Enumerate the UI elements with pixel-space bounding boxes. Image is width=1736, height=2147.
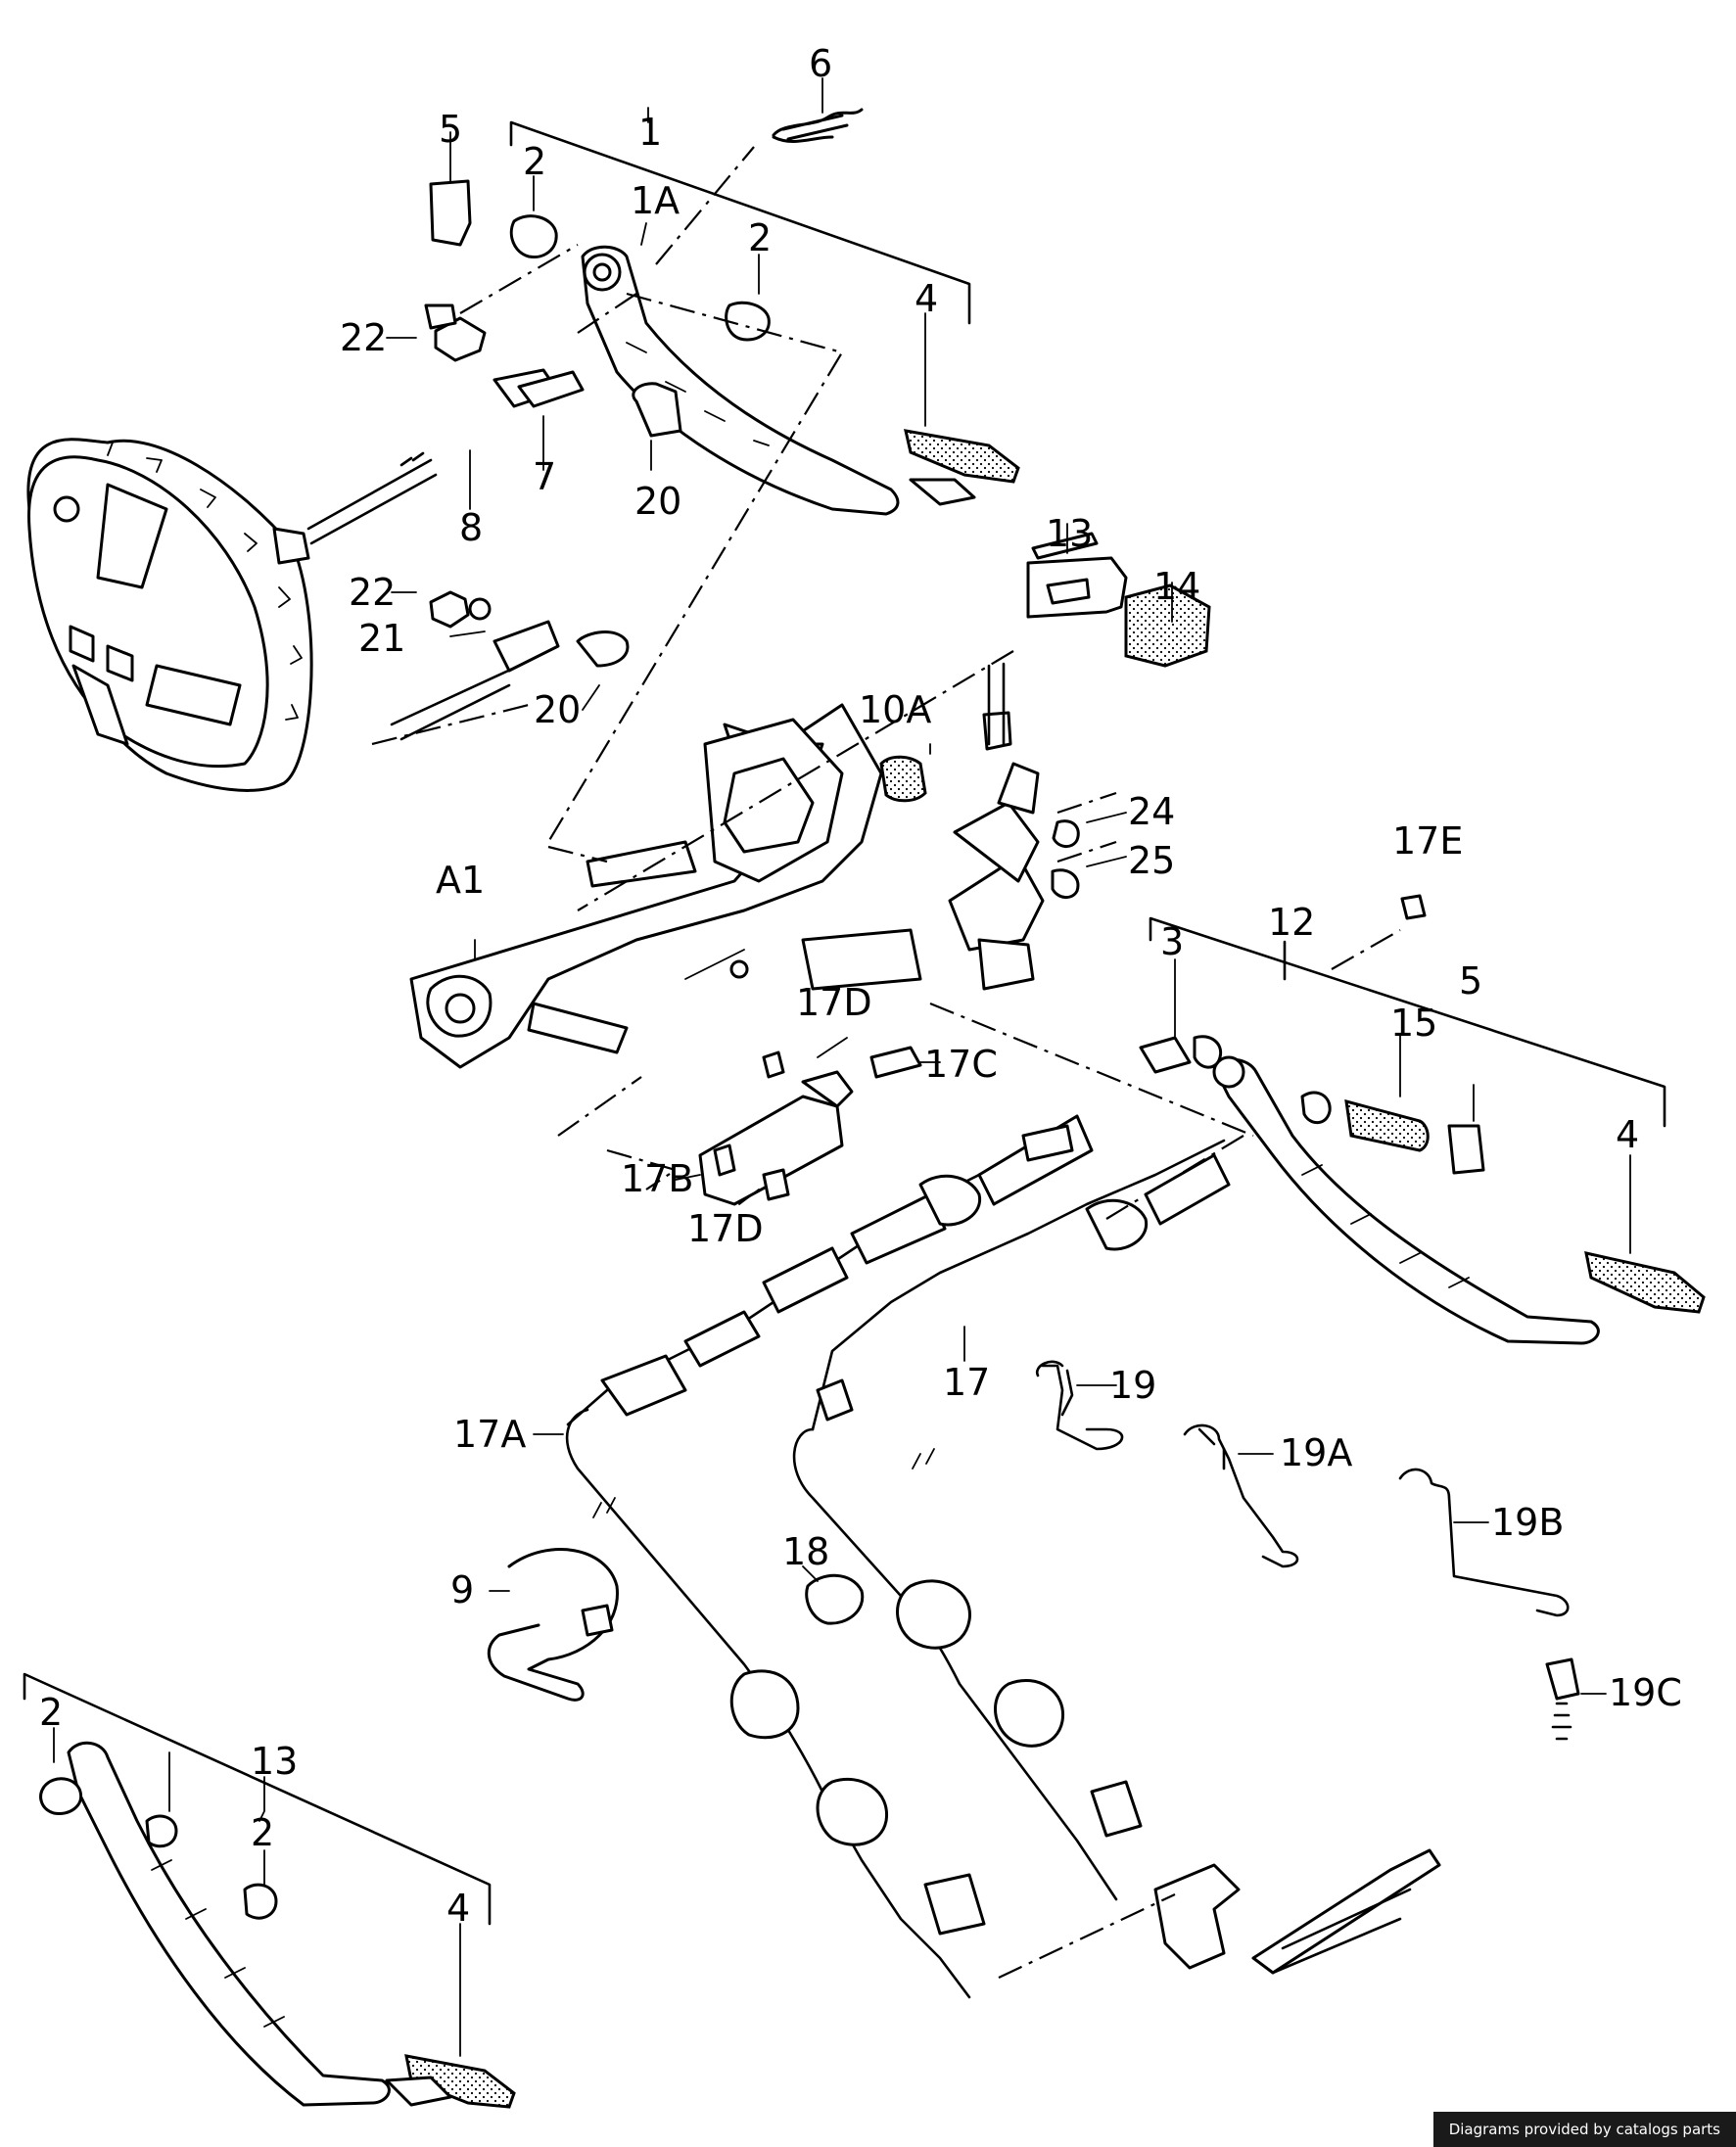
callout-2: 2 xyxy=(748,216,772,259)
callout-13: 13 xyxy=(1046,512,1093,555)
pedal-assembly-right xyxy=(1139,894,1706,1345)
leader-lines xyxy=(53,77,1631,2057)
callout-20: 20 xyxy=(534,688,581,731)
master-cylinder-parts xyxy=(698,1046,922,1206)
callout-1A: 1A xyxy=(631,179,680,222)
callout-A1: A1 xyxy=(436,859,485,902)
callout-14: 14 xyxy=(1153,565,1200,608)
callout-18: 18 xyxy=(782,1530,829,1573)
callout-9: 9 xyxy=(450,1568,474,1611)
callout-17D: 17D xyxy=(687,1207,764,1250)
callout-8: 8 xyxy=(459,506,483,549)
callout-17E: 17E xyxy=(1392,819,1463,863)
callout-17B: 17B xyxy=(621,1157,693,1200)
pedal-assembly-top xyxy=(424,108,1020,516)
callout-20: 20 xyxy=(634,480,681,523)
connector-lines xyxy=(371,146,1401,1979)
callout-4: 4 xyxy=(1616,1113,1639,1156)
callout-13: 13 xyxy=(251,1740,298,1783)
callout-19B: 19B xyxy=(1491,1501,1564,1544)
clips-and-springs xyxy=(487,1360,1580,1741)
callout-17A: 17A xyxy=(453,1413,526,1456)
cable-assemblies xyxy=(565,1114,1231,1999)
callout-22: 22 xyxy=(349,571,396,614)
callout-2: 2 xyxy=(39,1691,63,1734)
callout-19C: 19C xyxy=(1609,1671,1682,1714)
callout-10A: 10A xyxy=(859,688,931,731)
callout-7: 7 xyxy=(533,455,556,498)
callout-17: 17 xyxy=(943,1361,990,1404)
callout-25: 25 xyxy=(1128,839,1175,882)
callout-5: 5 xyxy=(439,108,462,151)
pedal-bracket-a1 xyxy=(409,703,927,1069)
callout-19A: 19A xyxy=(1280,1431,1352,1474)
callout-19: 19 xyxy=(1109,1364,1156,1407)
callout-1: 1 xyxy=(638,111,662,154)
callout-17D: 17D xyxy=(796,981,872,1024)
callout-12: 12 xyxy=(1268,901,1315,944)
callout-2: 2 xyxy=(251,1811,274,1854)
pedal-assembly-bottom xyxy=(23,1672,516,2109)
floor-bracket xyxy=(1153,1848,1441,1975)
center-brackets xyxy=(948,762,1080,991)
callout-21: 21 xyxy=(358,617,405,660)
callout-6: 6 xyxy=(809,42,832,85)
callout-3: 3 xyxy=(1160,920,1184,963)
callout-22: 22 xyxy=(340,316,387,359)
callout-labels: 6 5 1 2 1A 2 4 22 7 20 8 13 14 22 21 20 … xyxy=(39,42,1682,1930)
push-rod-parts xyxy=(390,532,1211,751)
diagram-credit: Diagrams provided by catalogs parts xyxy=(1432,2112,1736,2147)
callout-5: 5 xyxy=(1459,959,1482,1003)
callout-4: 4 xyxy=(915,277,938,320)
callout-24: 24 xyxy=(1128,790,1175,833)
brake-booster xyxy=(26,438,438,792)
callout-17C: 17C xyxy=(924,1043,998,1086)
callout-4: 4 xyxy=(446,1887,470,1930)
callout-15: 15 xyxy=(1390,1002,1437,1045)
callout-2: 2 xyxy=(523,140,546,183)
